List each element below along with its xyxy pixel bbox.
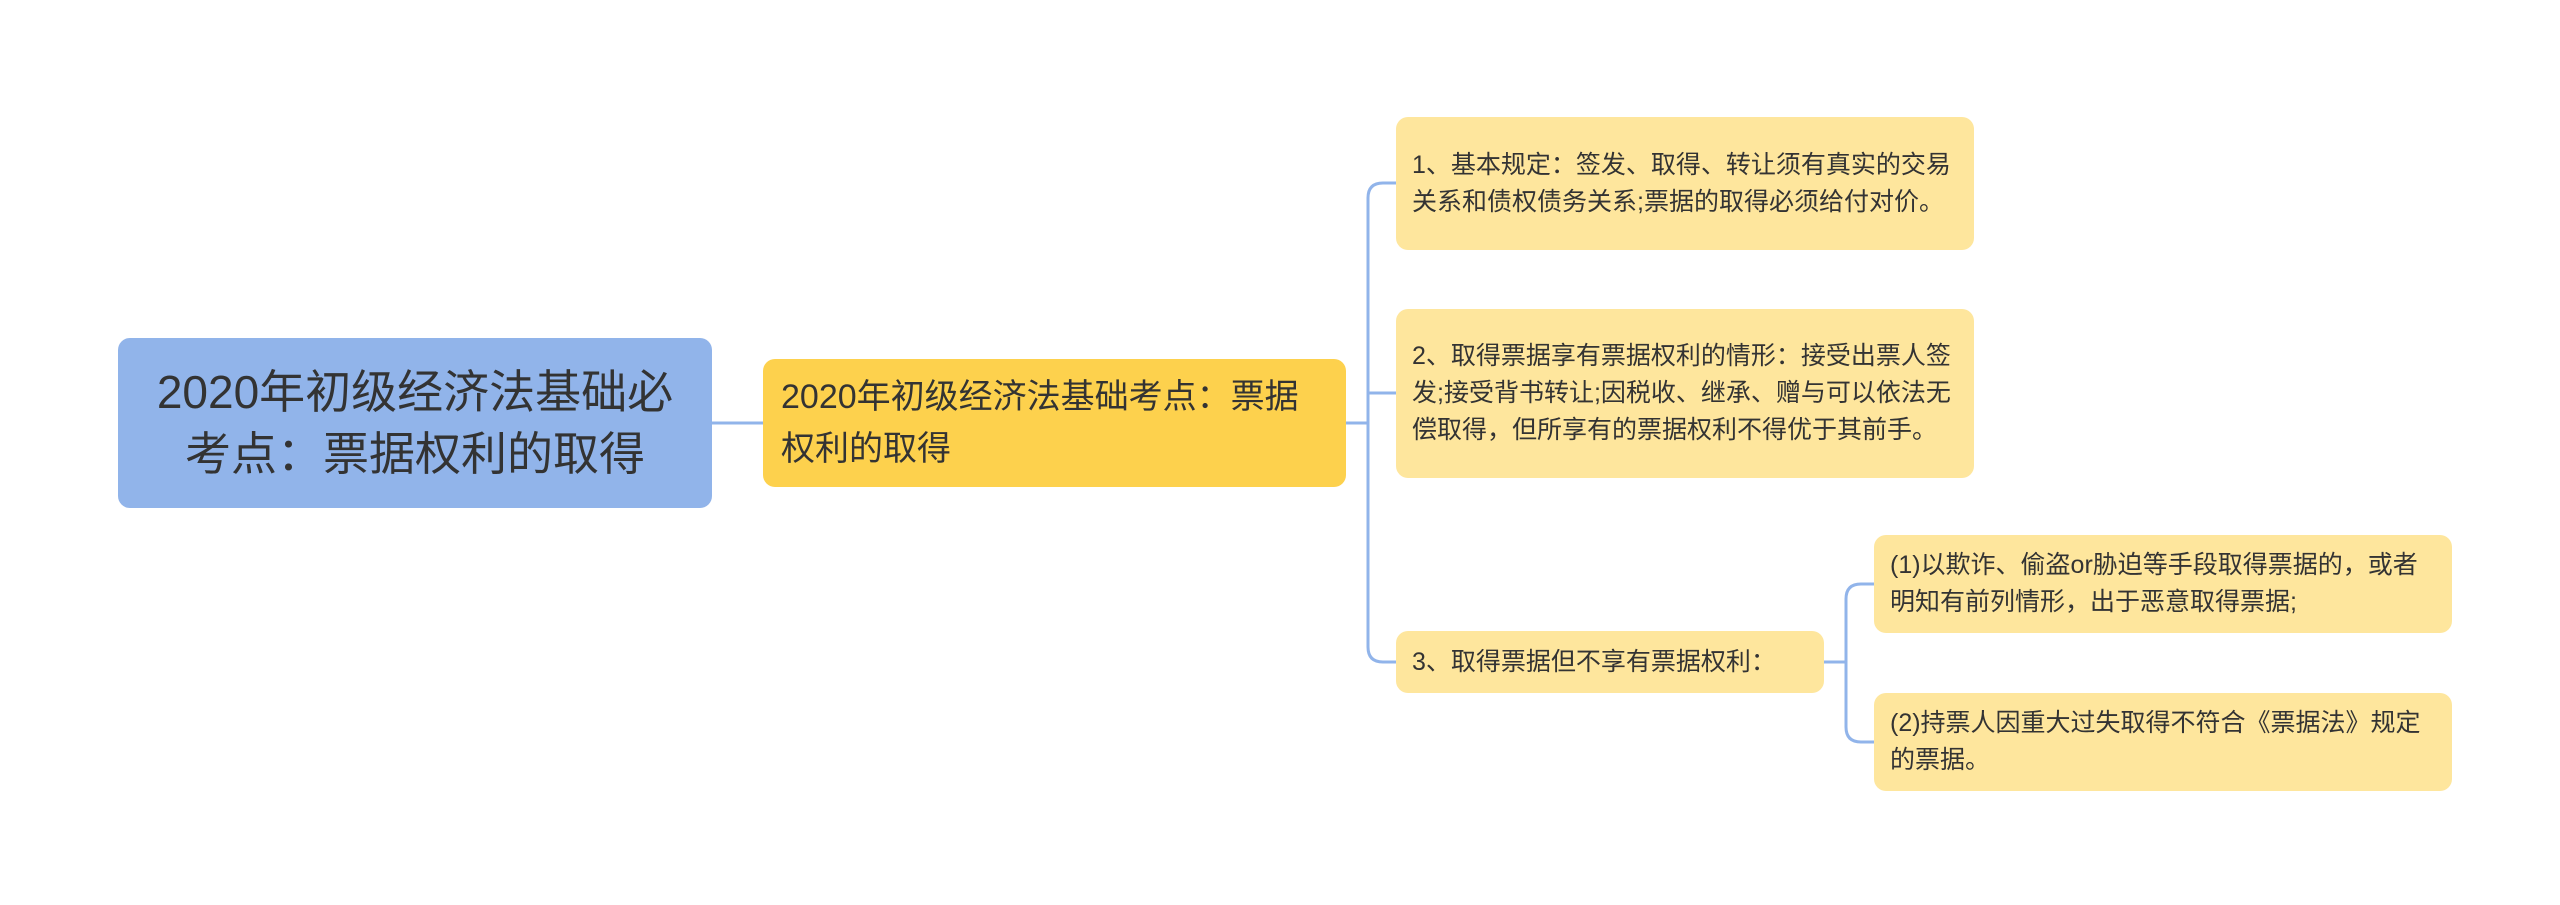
subtopic-text: (2)持票人因重大过失取得不符合《票据法》规定的票据。 — [1890, 709, 2421, 774]
subtopic-basic-rules[interactable]: 1、基本规定：签发、取得、转让须有真实的交易关系和债权债务关系;票据的取得必须给… — [1396, 117, 1974, 250]
main-topic[interactable]: 2020年初级经济法基础考点：票据权利的取得 — [763, 359, 1346, 487]
root-topic-text: 2020年初级经济法基础必考点：票据权利的取得 — [156, 366, 674, 480]
subtopic-text: (1)以欺诈、偷盗or胁迫等手段取得票据的，或者明知有前列情形，出于恶意取得票据… — [1890, 551, 2418, 616]
subtopic-text: 1、基本规定：签发、取得、转让须有真实的交易关系和债权债务关系;票据的取得必须给… — [1412, 150, 1951, 216]
connector-main-branch-3 — [1366, 421, 1398, 664]
connector-branch3-child-1 — [1844, 582, 1876, 664]
connector-main-branch-2 — [1366, 391, 1398, 425]
connector-branch3-child-2 — [1844, 660, 1876, 744]
main-topic-text: 2020年初级经济法基础考点：票据权利的取得 — [781, 378, 1299, 468]
subtopic-text: 3、取得票据但不享有票据权利： — [1412, 647, 1776, 676]
subtopic-not-entitled[interactable]: 3、取得票据但不享有票据权利： — [1396, 631, 1824, 693]
subtopic-not-entitled-case-2[interactable]: (2)持票人因重大过失取得不符合《票据法》规定的票据。 — [1874, 693, 2452, 791]
subtopic-text: 2、取得票据享有票据权利的情形：接受出票人签发;接受背书转让;因税收、继承、赠与… — [1412, 342, 1951, 444]
connector-main-branch-1 — [1366, 181, 1398, 425]
root-topic[interactable]: 2020年初级经济法基础必考点：票据权利的取得 — [118, 338, 712, 508]
subtopic-not-entitled-case-1[interactable]: (1)以欺诈、偷盗or胁迫等手段取得票据的，或者明知有前列情形，出于恶意取得票据… — [1874, 535, 2452, 633]
subtopic-entitled-cases[interactable]: 2、取得票据享有票据权利的情形：接受出票人签发;接受背书转让;因税收、继承、赠与… — [1396, 309, 1974, 478]
